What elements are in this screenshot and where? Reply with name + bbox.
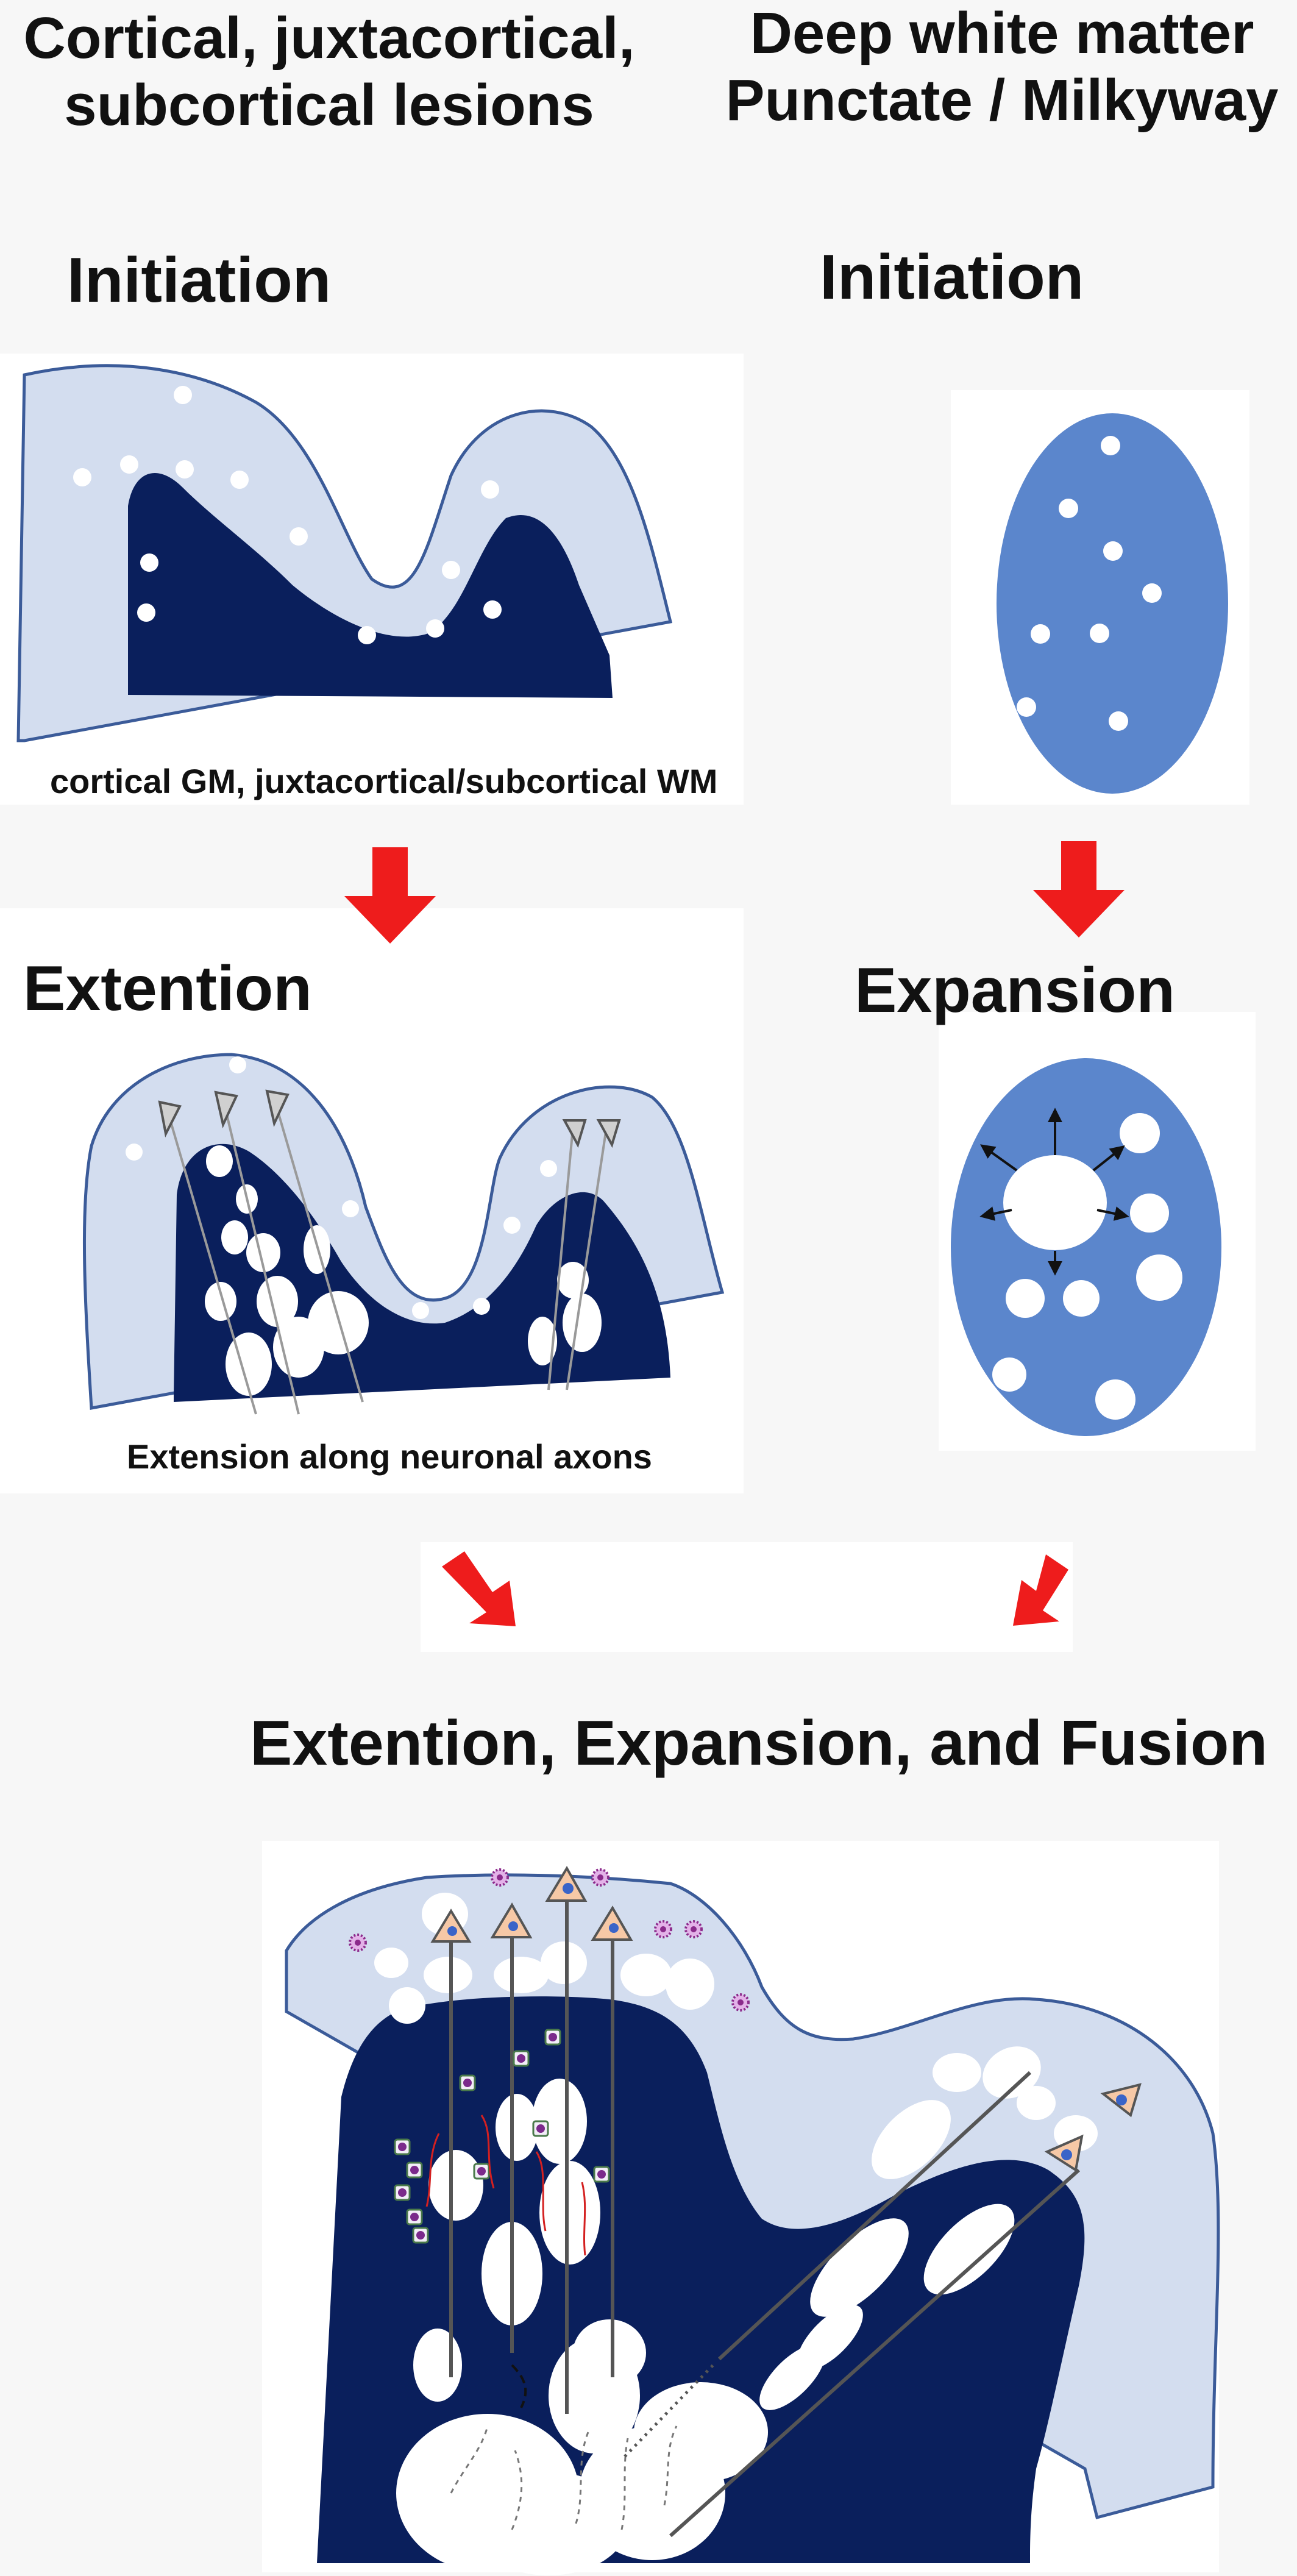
neuron-icon	[490, 1902, 533, 1938]
diagonal-arrow-icon	[1013, 1554, 1068, 1626]
down-arrow-icon	[344, 847, 436, 944]
caption-extention-left: Extension along neuronal axons	[127, 1437, 652, 1476]
final-cortex	[285, 1866, 1220, 2575]
stage-title-left-initiation: Initiation	[67, 245, 332, 316]
initiation-left-cortex	[16, 364, 673, 742]
neuron-icon	[158, 1089, 621, 1148]
header-left-line2: subcortical lesions	[64, 73, 594, 138]
stage-title-right-expansion: Expansion	[855, 955, 1175, 1026]
neuron-icon	[545, 1866, 588, 1902]
header-right: Deep white matter Punctate / Milkyway	[707, 0, 1297, 134]
neuron-icon	[591, 1905, 633, 1941]
extention-left-cortex	[82, 1053, 725, 1415]
header-left-line1: Cortical, juxtacortical,	[23, 5, 635, 71]
neuron-icon	[1100, 2083, 1142, 2118]
header-left: Cortical, juxtacortical, subcortical les…	[0, 5, 658, 139]
initiation-left-lesions	[73, 386, 502, 644]
diagonal-arrow-icon	[442, 1551, 516, 1626]
lymphocyte-icon	[394, 2029, 610, 2244]
neuron-icon	[430, 1909, 472, 1943]
final-fused-lesions	[374, 1893, 1098, 2575]
neuron-icon	[1044, 2134, 1084, 2172]
down-arrow-icon	[1033, 841, 1125, 938]
stage-title-right-initiation: Initiation	[820, 242, 1084, 313]
header-right-line1: Deep white matter	[750, 1, 1254, 66]
header-right-line2: Punctate / Milkyway	[725, 68, 1279, 133]
final-arrow-panel	[421, 1542, 1073, 1652]
stage-title-left-extention: Extention	[23, 953, 312, 1024]
expansion-right-oval	[951, 1058, 1221, 1436]
caption-initiation-left: cortical GM, juxtacortical/subcortical W…	[50, 762, 718, 800]
stage-title-final: Extention, Expansion, and Fusion	[250, 1708, 1268, 1779]
initiation-right-oval	[997, 413, 1228, 794]
